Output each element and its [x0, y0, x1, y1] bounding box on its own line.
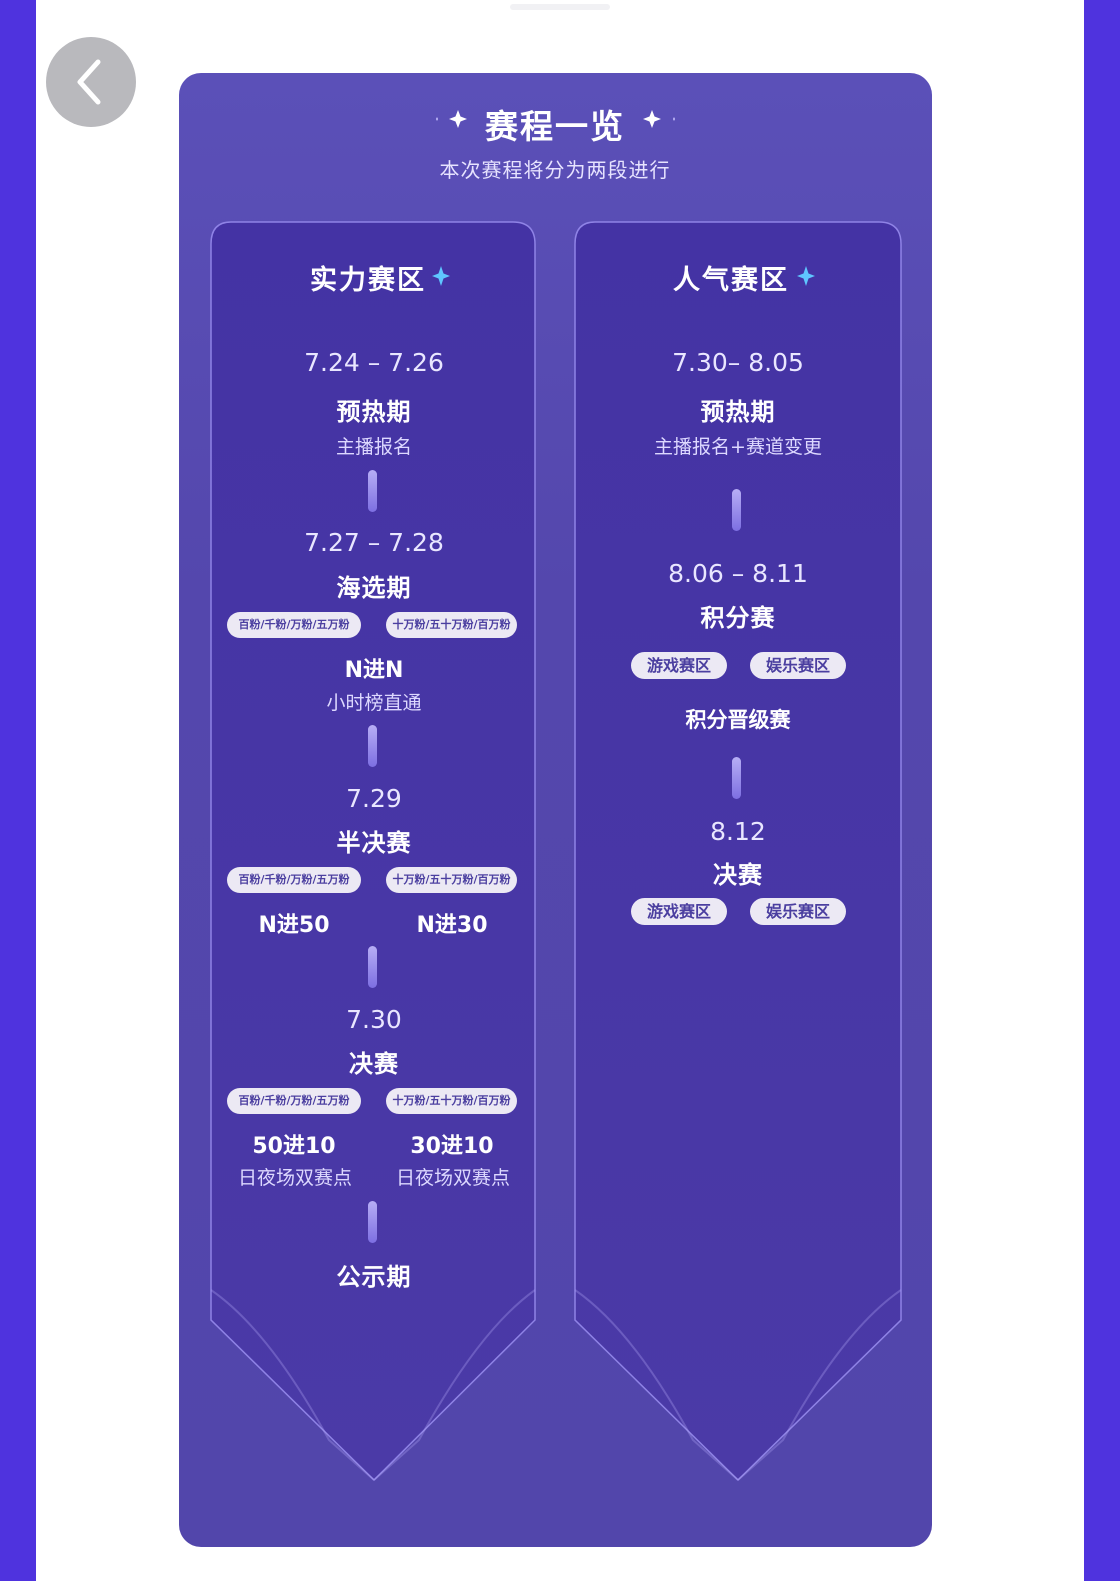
strength-final-note-low: 日夜场双赛点 [237, 1167, 352, 1189]
popularity-points-rule: 积分晋级赛 [685, 708, 791, 732]
fan-tier-chip-low: 百粉/千粉/万粉/五万粉 [227, 1088, 361, 1114]
popularity-points-stage: 积分赛 [700, 604, 776, 632]
strength-warmup-desc: 主播报名 [335, 436, 412, 458]
strength-semifinal-rule-high: N进30 [416, 913, 488, 938]
popularity-warmup-desc: 主播报名+赛道变更 [654, 436, 822, 458]
back-button[interactable] [46, 37, 136, 127]
fan-tier-chip-high: 十万粉/五十万粉/百万粉 [386, 612, 517, 638]
strength-audition-stage: 海选期 [336, 574, 412, 602]
strength-final-rule-high: 30进10 [410, 1134, 494, 1159]
strength-zone-title: 实力赛区 [310, 265, 426, 296]
timeline-connector [368, 470, 377, 512]
strength-final-note-high: 日夜场双赛点 [395, 1167, 510, 1189]
page-subtitle: 本次赛程将分为两段进行 [439, 158, 671, 182]
popularity-zone-card [574, 221, 902, 1482]
strength-final-stage: 决赛 [349, 1050, 399, 1078]
fan-tier-chip-low: 百粉/千粉/万粉/五万粉 [227, 867, 361, 893]
strength-audition-rule: N进N [344, 658, 404, 683]
strength-audition-date: 7.27 – 7.28 [304, 528, 444, 557]
sparkle-star-icon [797, 266, 815, 286]
popularity-zone-title: 人气赛区 [673, 265, 789, 296]
strength-final-rule-low: 50进10 [252, 1134, 336, 1159]
strength-final-date: 7.30 [346, 1005, 402, 1034]
entertainment-zone-chip: 娱乐赛区 [750, 652, 846, 679]
chevron-left-icon [77, 59, 101, 105]
strength-warmup-date: 7.24 – 7.26 [304, 348, 444, 377]
page-title: 赛程一览 [485, 107, 625, 146]
popularity-warmup-stage: 预热期 [700, 398, 776, 426]
popularity-final-date: 8.12 [710, 817, 766, 846]
fan-tier-chip-high: 十万粉/五十万粉/百万粉 [386, 867, 517, 893]
popularity-warmup-date: 7.30– 8.05 [672, 348, 804, 377]
sparkle-star-icon [432, 266, 450, 286]
popularity-final-stage: 决赛 [713, 861, 763, 889]
strength-semifinal-date: 7.29 [346, 784, 402, 813]
sparkle-star-icon [643, 110, 675, 128]
popularity-points-date: 8.06 – 8.11 [668, 559, 808, 588]
timeline-connector [368, 725, 377, 767]
sparkle-star-icon [436, 110, 467, 128]
frame-left-border [0, 0, 36, 1581]
strength-zone-card [210, 221, 536, 1482]
game-zone-chip: 游戏赛区 [631, 652, 727, 679]
strength-semifinal-stage: 半决赛 [336, 829, 412, 857]
strength-semifinal-rule-low: N进50 [258, 913, 330, 938]
game-zone-chip: 游戏赛区 [631, 898, 727, 925]
strength-publicity-stage: 公示期 [336, 1263, 412, 1291]
frame-right-border [1084, 0, 1120, 1581]
timeline-connector [368, 946, 377, 988]
fan-tier-chip-high: 十万粉/五十万粉/百万粉 [386, 1088, 517, 1114]
strength-audition-note: 小时榜直通 [326, 692, 422, 714]
top-handle [510, 4, 610, 10]
entertainment-zone-chip: 娱乐赛区 [750, 898, 846, 925]
timeline-connector [368, 1201, 377, 1243]
timeline-connector [732, 757, 741, 799]
strength-warmup-stage: 预热期 [336, 398, 412, 426]
fan-tier-chip-low: 百粉/千粉/万粉/五万粉 [227, 612, 361, 638]
timeline-connector [732, 489, 741, 531]
